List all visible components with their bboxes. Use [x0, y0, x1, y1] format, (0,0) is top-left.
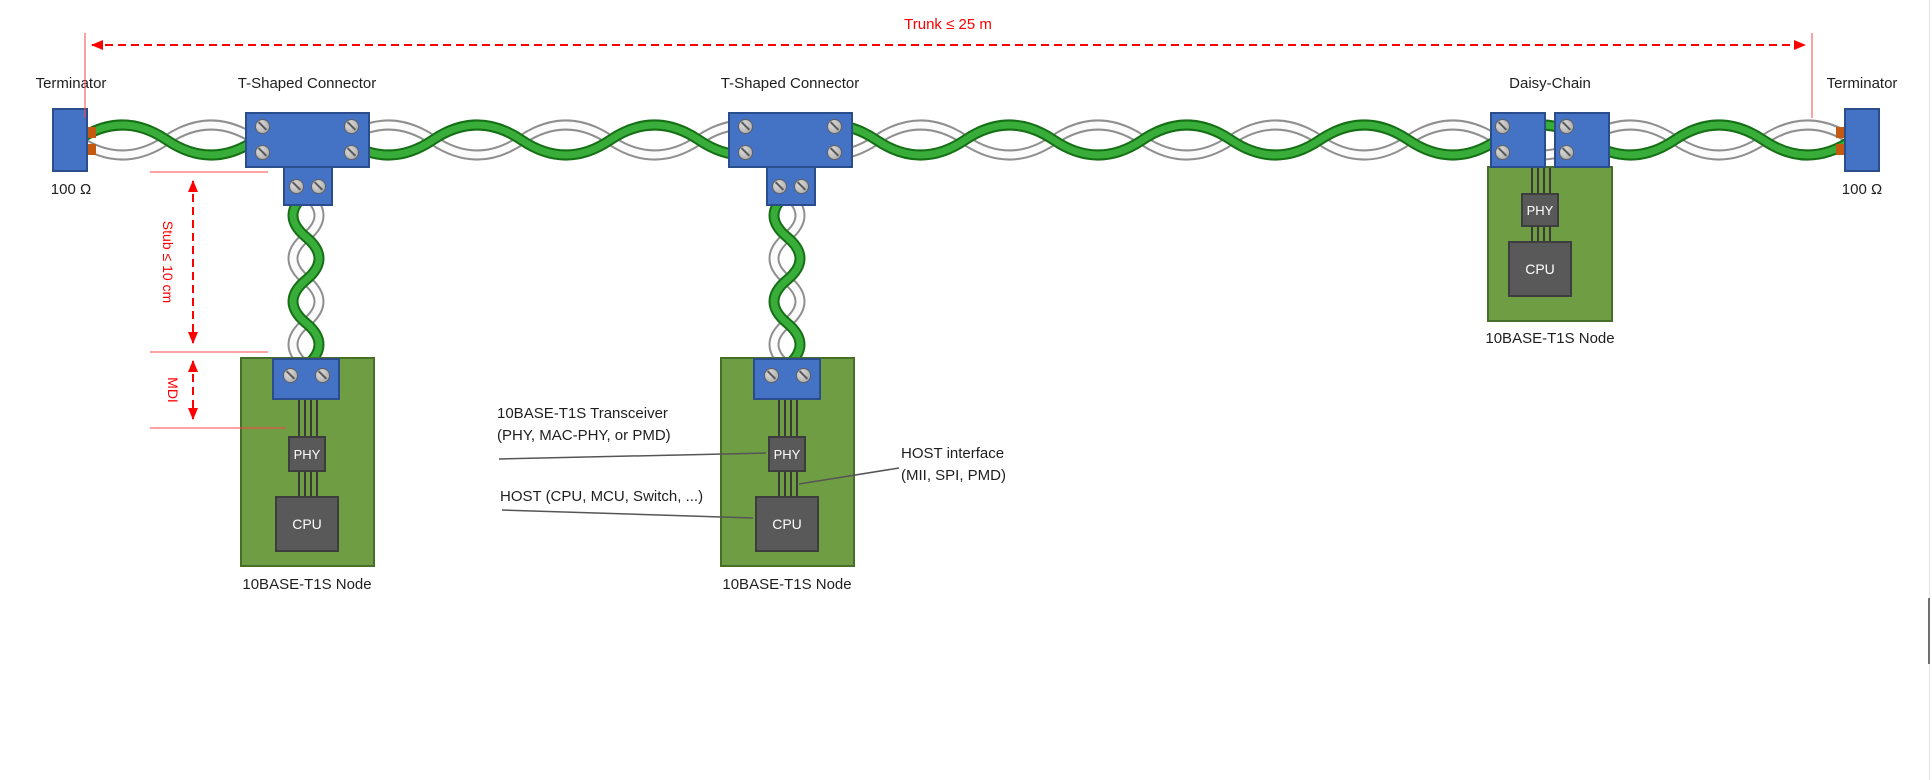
screw-icon — [344, 119, 359, 134]
node2-mdi-connector — [753, 358, 821, 400]
wire-contact-icon — [1836, 127, 1844, 138]
node1-cpu-chip: CPU — [275, 496, 339, 552]
mdi-label: MDI — [165, 377, 181, 403]
wire-contact-icon — [88, 127, 96, 138]
trunk-length-label: Trunk ≤ 25 m — [904, 16, 992, 33]
stub-length-label: Stub ≤ 10 cm — [160, 220, 176, 304]
stub-cable-2 — [768, 188, 806, 372]
daisy-chain-label: Daisy-Chain — [1509, 75, 1591, 92]
node3-cpu-chip: CPU — [1508, 241, 1572, 297]
node2-cpu-chip: CPU — [755, 496, 819, 552]
node1-caption: 10BASE-T1S Node — [242, 576, 372, 593]
t-connector-1-label: T-Shaped Connector — [237, 75, 377, 92]
terminator-left-label: Terminator — [35, 75, 107, 92]
screw-icon — [315, 368, 330, 383]
node1-phy-label: PHY — [293, 446, 321, 462]
node3-phy-label: PHY — [1526, 202, 1554, 218]
screw-icon — [738, 145, 753, 160]
host-annotation: HOST (CPU, MCU, Switch, ...) — [500, 488, 704, 505]
t-connector-1-stem — [283, 166, 333, 206]
terminator-right-impedance: 100 Ω — [1841, 181, 1883, 198]
screw-icon — [283, 368, 298, 383]
terminator-right — [1844, 108, 1880, 172]
node3-cpu-label: CPU — [1525, 261, 1555, 277]
terminator-left — [52, 108, 88, 172]
screw-icon — [827, 119, 842, 134]
node2-caption: 10BASE-T1S Node — [722, 576, 852, 593]
screw-icon — [255, 119, 270, 134]
terminator-right-label: Terminator — [1826, 75, 1898, 92]
screw-icon — [796, 368, 811, 383]
screw-icon — [772, 179, 787, 194]
node3-caption: 10BASE-T1S Node — [1485, 330, 1615, 347]
screw-icon — [255, 145, 270, 160]
node3-phy-chip: PHY — [1521, 193, 1559, 227]
node1-cpu-label: CPU — [292, 516, 322, 532]
host-interface-annotation-line1: HOST interface — [901, 445, 1005, 462]
t-connector-2-label: T-Shaped Connector — [720, 75, 860, 92]
host-interface-annotation-line2: (MII, SPI, PMD) — [901, 467, 1006, 484]
screw-icon — [344, 145, 359, 160]
screw-icon — [1559, 119, 1574, 134]
screw-icon — [1559, 145, 1574, 160]
screw-icon — [311, 179, 326, 194]
node2-phy-chip: PHY — [768, 436, 806, 472]
screw-icon — [764, 368, 779, 383]
node1-phy-chip: PHY — [288, 436, 326, 472]
transceiver-annotation-line2: (PHY, MAC-PHY, or PMD) — [497, 427, 671, 444]
screw-icon — [738, 119, 753, 134]
node1-mdi-connector — [272, 358, 340, 400]
screw-icon — [827, 145, 842, 160]
screw-icon — [1495, 119, 1510, 134]
stub-cable-1 — [287, 188, 325, 372]
terminator-left-impedance: 100 Ω — [50, 181, 92, 198]
wire-contact-icon — [88, 144, 96, 155]
screw-icon — [1495, 145, 1510, 160]
node2-cpu-label: CPU — [772, 516, 802, 532]
node2-phy-label: PHY — [773, 446, 801, 462]
transceiver-annotation-line1: 10BASE-T1S Transceiver — [497, 405, 668, 422]
screw-icon — [289, 179, 304, 194]
screw-icon — [794, 179, 809, 194]
wire-contact-icon — [1836, 144, 1844, 155]
